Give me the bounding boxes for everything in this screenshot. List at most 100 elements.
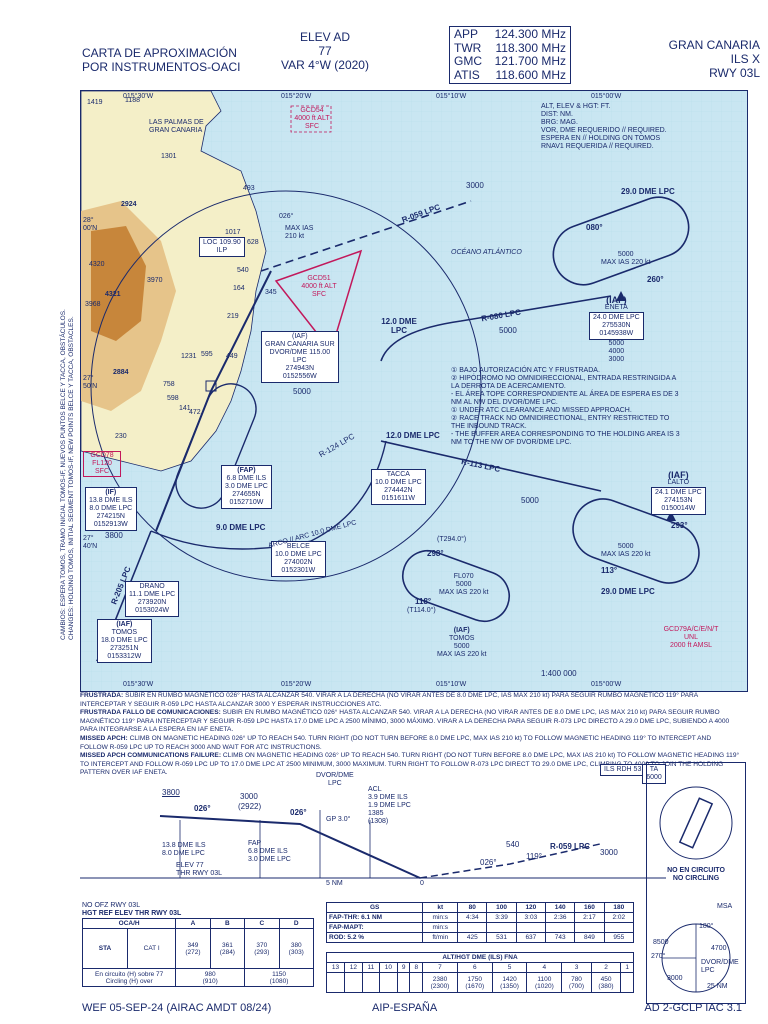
hold-tomos	[402, 549, 510, 623]
plan-view: 015°30'W 015°20'W 015°10'W 015°00'W 015°…	[80, 90, 748, 692]
note-item: FRUSTRADA FALLO DE COMUNICACIONES: SUBIR…	[80, 709, 730, 734]
ta-box: TA 6000	[642, 764, 666, 784]
ils-rdh-box: ILS RDH 53	[600, 764, 646, 776]
spot-elevation: 472	[189, 409, 201, 416]
altitude-label: 5000	[293, 387, 311, 396]
lon-label: 015°10'W	[436, 681, 467, 688]
msa-radius: 25 NM	[707, 983, 728, 990]
ocean-label: OCÉANO ATLÁNTICO	[451, 249, 522, 256]
waypoint-lalto	[666, 511, 676, 521]
profile-distance: 0	[420, 880, 424, 887]
profile-missed	[419, 843, 601, 879]
route-r080	[380, 295, 612, 362]
profile-alt: 3000	[240, 792, 258, 801]
footer-page-id: AD 2-GCLP IAC 3.1	[644, 1002, 742, 1014]
spot-elevation: 4321	[105, 291, 121, 298]
hold-true-bearing: (T294.0°)	[437, 536, 467, 543]
msa-title: MSA	[717, 903, 733, 910]
note-item: MISSED APCH: CLIMB ON MAGNETIC HEADING 0…	[80, 734, 712, 751]
lon-label: 015°20'W	[281, 93, 312, 100]
profile-heading: 119°	[526, 852, 542, 861]
hold-eneta	[552, 196, 690, 286]
spot-elevation: 2924	[121, 201, 137, 208]
spot-elevation: 1301	[161, 153, 177, 160]
dme-label: 29.0 DME LPC	[601, 587, 655, 596]
variation: VAR 4°W (2020)	[281, 58, 369, 72]
spot-elevation: 141	[179, 405, 191, 412]
spot-elevation: 1188	[125, 97, 141, 104]
profile-gp: GP 3.0°	[326, 816, 351, 823]
hold-true-bearing: (T114.0°)	[407, 607, 436, 614]
spot-elevation: 628	[247, 239, 259, 246]
lon-label: 015°10'W	[436, 93, 467, 100]
profile-alt: (2922)	[238, 802, 262, 811]
hold-bearing: 298°	[427, 549, 444, 558]
lon-label: 015°00'W	[591, 681, 622, 688]
footer-effective-date: WEF 05-SEP-24 (AIRAC AMDT 08/24)	[82, 1002, 272, 1014]
lat-label: 28°00'N	[83, 217, 98, 232]
msa-bearing: 270°	[651, 953, 666, 960]
altitude-label: 5000	[499, 326, 517, 335]
profile-heading: 026°	[194, 804, 211, 813]
airport-id: GRAN CANARIA ILS X RWY 03L	[669, 38, 760, 80]
map-notes: ① BAJO AUTORIZACIÓN ATC Y FRUSTRADA. ② H…	[451, 367, 680, 446]
profile-heading: 026°	[290, 808, 307, 817]
terrain-peak	[91, 226, 146, 341]
chart-title: CARTA DE APROXIMACIÓN POR INSTRUMENTOS-O…	[82, 46, 240, 74]
profile-alt: 540	[506, 840, 520, 849]
spot-elevation: 3968	[85, 301, 101, 308]
altitude-label: 5000	[521, 496, 539, 505]
chart-title-line2: POR INSTRUMENTOS-OACI	[82, 60, 241, 74]
msa-graphics	[659, 786, 733, 993]
profile-descent	[159, 815, 421, 879]
spot-elevation: 3970	[147, 277, 163, 284]
note-item: MISSED APCH COMMUNICATIONS FAILURE: CLIM…	[80, 752, 740, 777]
lon-label: 015°00'W	[591, 93, 622, 100]
footer-publication: AIP-ESPAÑA	[372, 1002, 438, 1014]
no-ofz: NO OFZ RWY 03L	[82, 902, 141, 909]
note-item: FRUSTRADA: SUBIR EN RUMBO MAGNÉTICO 026°…	[80, 692, 698, 708]
dme-label: 12.0 DME LPC	[386, 431, 440, 440]
spot-elevation: 595	[201, 351, 213, 358]
lat-label: 27°50'N	[83, 375, 98, 390]
dme-label: 29.0 DME LPC	[621, 187, 675, 196]
altitude-label: 3800	[105, 531, 123, 540]
lon-label: 015°30'W	[123, 93, 154, 100]
msa-sector-alt: 4700	[711, 945, 727, 952]
hold-lalto	[572, 498, 700, 584]
hold-bearing: 260°	[647, 275, 664, 284]
dme-circle	[90, 190, 482, 582]
spot-elevation: 4320	[89, 261, 105, 268]
waypoint-eneta	[616, 291, 626, 301]
city-label: LAS PALMAS DE GRAN CANARIA	[149, 119, 204, 134]
profile-route: R-059 LPC	[550, 842, 591, 851]
spot-elevation: 1231	[181, 353, 197, 360]
msa-sector-alt: 8500	[653, 939, 669, 946]
msa-sector-alt: 3000	[667, 975, 683, 982]
hold-vor	[175, 383, 257, 509]
profile-graphics	[80, 810, 666, 879]
msa-bearing: 180°	[699, 923, 714, 930]
spot-elevation: 540	[237, 267, 249, 274]
